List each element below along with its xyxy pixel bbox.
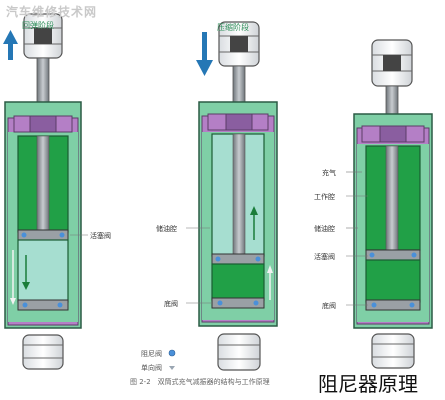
legend-symbols bbox=[168, 349, 176, 370]
label-gas: 充气 bbox=[322, 169, 336, 177]
label-base-valve: 底阀 bbox=[164, 300, 178, 308]
compression-arrow-down bbox=[196, 32, 213, 76]
shock-unit-static bbox=[346, 39, 433, 369]
top-bushing bbox=[371, 39, 413, 87]
label-work-chamber: 工作腔 bbox=[314, 193, 335, 201]
bottom-bushing bbox=[22, 334, 64, 370]
shock-unit-rebound bbox=[3, 13, 88, 370]
label-piston-valve: 活塞阀 bbox=[314, 253, 335, 261]
watermark-text: 汽车维修技术网 bbox=[6, 5, 98, 19]
top-bushing bbox=[23, 13, 63, 59]
phase-label-rebound: 回弹阶段 bbox=[22, 21, 54, 30]
base-valve bbox=[17, 299, 69, 311]
bottom-bushing bbox=[371, 333, 415, 369]
label-base-valve: 底阀 bbox=[322, 302, 336, 310]
top-bushing bbox=[218, 21, 260, 67]
shock-unit-compression bbox=[186, 21, 278, 371]
figure-caption: 图 2-2 双筒式充气减振器的结构与工作原理 bbox=[130, 378, 270, 386]
rebound-arrow-up bbox=[3, 30, 18, 60]
label-piston-valve: 活塞阀 bbox=[90, 232, 111, 240]
legend-damping-valve: 阻尼阀 bbox=[141, 350, 162, 358]
bottom-bushing bbox=[217, 333, 261, 371]
phase-label-compression: 压缩阶段 bbox=[217, 23, 249, 32]
label-reserve-chamber: 储油腔 bbox=[156, 225, 177, 233]
legend-check-valve: 单向阀 bbox=[141, 364, 162, 372]
label-reserve-chamber: 储油腔 bbox=[314, 225, 335, 233]
page-title: 阻尼器原理 bbox=[318, 372, 418, 396]
